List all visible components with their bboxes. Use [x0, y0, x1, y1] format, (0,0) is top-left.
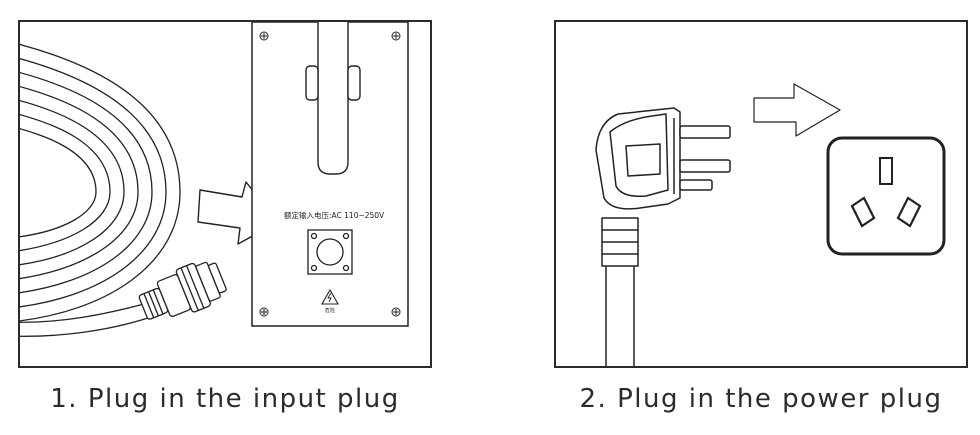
- step-2-drawing: [595, 83, 946, 366]
- right-angle-plug-icon: [595, 107, 731, 366]
- input-voltage-label: 额定输入电压:AC 110~250V: [284, 210, 385, 220]
- warning-label: 危险: [325, 307, 335, 314]
- coiled-cable-icon: [20, 43, 181, 337]
- step-1-caption: 1. Plug in the input plug: [50, 384, 400, 414]
- high-voltage-warning-icon: [321, 288, 339, 305]
- input-socket-icon: [307, 229, 353, 275]
- step-2-illustration: [554, 20, 968, 368]
- wall-outlet-icon: [826, 136, 946, 256]
- device-back-panel: [251, 22, 409, 327]
- step-2-caption: 2. Plug in the power plug: [579, 384, 943, 414]
- step-1-drawing: 额定输入电压:AC 110~250V 危险: [20, 22, 409, 337]
- step-1-illustration: 额定输入电压:AC 110~250V 危险: [18, 20, 432, 368]
- arrow-right-icon: [753, 83, 841, 137]
- device-handle: [305, 22, 361, 175]
- aviation-connector-icon: [138, 261, 227, 320]
